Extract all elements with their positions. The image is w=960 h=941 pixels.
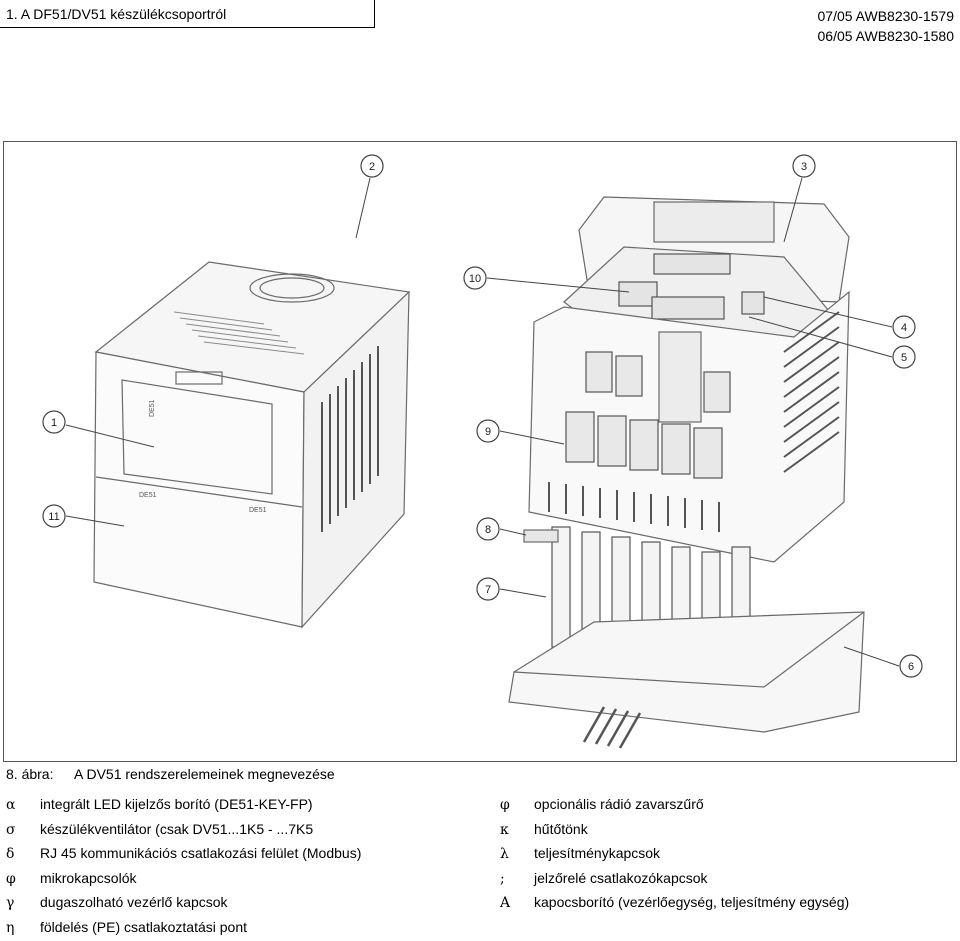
device-label-front-right: DE51 xyxy=(249,507,267,514)
callout-leaders xyxy=(65,177,900,667)
device-label-front-left: DE51 xyxy=(139,492,157,499)
callout-marker-7 xyxy=(476,577,500,601)
legend-symbol: λ xyxy=(500,846,509,862)
callout-8: 8 xyxy=(485,524,491,536)
device-label-cover: DE51 xyxy=(149,399,156,417)
legend-symbol: φ xyxy=(6,870,16,887)
keypad-cover xyxy=(121,379,273,495)
legend-text: teljesítménykapcsok xyxy=(534,845,661,861)
callout-marker-9 xyxy=(476,419,500,443)
pe-point xyxy=(523,529,559,543)
cover-latch xyxy=(175,371,223,385)
callout-marker-4 xyxy=(892,315,916,339)
closed-unit xyxy=(93,261,411,629)
callout-3: 3 xyxy=(801,161,807,173)
legend-text: mikrokapcsolók xyxy=(40,869,137,886)
legend-symbol: ; xyxy=(500,870,505,887)
legend-symbol: δ xyxy=(6,846,15,862)
legend-item: σ készülékventilátor (csak DV51...1K5 - .… xyxy=(6,817,361,842)
legend-text: hűtőtönk xyxy=(534,820,588,837)
legend-text: RJ 45 kommunikációs csatlakozási felület… xyxy=(40,845,362,861)
device-drawing: 1 2 3 4 5 6 7 8 9 10 11 DE51 DE51 DE51 xyxy=(42,154,923,749)
open-unit xyxy=(508,196,865,749)
legend-text: integrált LED kijelzős borító (DE51-KEY-… xyxy=(40,796,313,812)
legend-item: φ mikrokapcsolók xyxy=(6,866,361,891)
callout-marker-2 xyxy=(360,154,384,178)
callout-marker-11 xyxy=(42,504,66,528)
callout-2: 2 xyxy=(369,161,375,173)
callout-marker-10 xyxy=(463,266,487,290)
figure-caption: 8. ábra: A DV51 rendszerelemeinek megneve… xyxy=(6,766,335,782)
legend-symbol: κ xyxy=(500,821,509,838)
legend-symbol: Α xyxy=(500,895,511,911)
callout-11: 11 xyxy=(48,511,59,523)
legend-item: η földelés (PE) csatlakoztatási pont xyxy=(6,915,361,940)
legend-item: ; jelzőrelé csatlakozókapcsok xyxy=(500,866,849,891)
section-title: 1. A DF51/DV51 készülékcsoportról xyxy=(6,6,227,22)
caption-text: A DV51 rendszerelemeinek megnevezése xyxy=(74,766,335,782)
callout-5: 5 xyxy=(901,352,907,364)
legend-text: készülékventilátor (csak DV51...1K5 - ..… xyxy=(40,820,314,837)
legend-item: κ hűtőtönk xyxy=(500,817,849,842)
legend-text: kapocsborító (vezérlőegység, teljesítmén… xyxy=(534,894,850,910)
legend-item: λ teljesítménykapcsok xyxy=(500,841,849,866)
callout-10: 10 xyxy=(469,273,481,285)
document-reference: 07/05 AWB8230-1579 06/05 AWB8230-1580 xyxy=(818,6,954,46)
callout-marker-3 xyxy=(792,154,816,178)
legend-left-column: α integrált LED kijelzős borító (DE51-KEY… xyxy=(6,792,361,939)
callout-marker-6 xyxy=(899,654,923,678)
legend-symbol: γ xyxy=(6,895,15,911)
caption-label: 8. ábra: xyxy=(6,766,54,782)
device-illustration: 1 2 3 4 5 6 7 8 9 10 11 DE51 DE51 DE51 xyxy=(3,141,957,762)
callout-marker-5 xyxy=(892,345,916,369)
callout-9: 9 xyxy=(485,426,491,438)
callout-4: 4 xyxy=(901,322,907,334)
callout-marker-8 xyxy=(476,517,500,541)
legend-item: δ RJ 45 kommunikációs csatlakozási felüle… xyxy=(6,841,361,866)
callout-7: 7 xyxy=(485,584,491,596)
fan-icon xyxy=(249,273,335,303)
legend-symbol: φ xyxy=(500,797,510,813)
legend-item: γ dugaszolható vezérlő kapcsok xyxy=(6,890,361,915)
header-divider-horizontal xyxy=(0,27,375,28)
callout-1: 1 xyxy=(51,417,57,429)
legend-symbol: η xyxy=(6,919,15,936)
legend-text: földelés (PE) csatlakoztatási pont xyxy=(40,918,247,935)
legend-symbol: σ xyxy=(6,821,16,838)
callout-6: 6 xyxy=(908,661,914,673)
header-divider-vertical xyxy=(374,0,375,28)
legend-text: jelzőrelé csatlakozókapcsok xyxy=(534,869,708,886)
legend-right-column: φ opcionális rádió zavarszűrő κ hűtőtönk λ… xyxy=(500,792,849,915)
reference-line-2: 06/05 AWB8230-1580 xyxy=(817,28,954,44)
legend-symbol: α xyxy=(6,797,16,813)
legend-text: dugaszolható vezérlő kapcsok xyxy=(40,894,228,910)
terminal-cover xyxy=(508,611,865,733)
legend-item: φ opcionális rádió zavarszűrő xyxy=(500,792,849,817)
reference-line-1: 07/05 AWB8230-1579 xyxy=(817,8,954,24)
legend-text: opcionális rádió zavarszűrő xyxy=(534,796,704,812)
legend-item: α integrált LED kijelzős borító (DE51-KEY… xyxy=(6,792,361,817)
callout-marker-1 xyxy=(42,410,66,434)
